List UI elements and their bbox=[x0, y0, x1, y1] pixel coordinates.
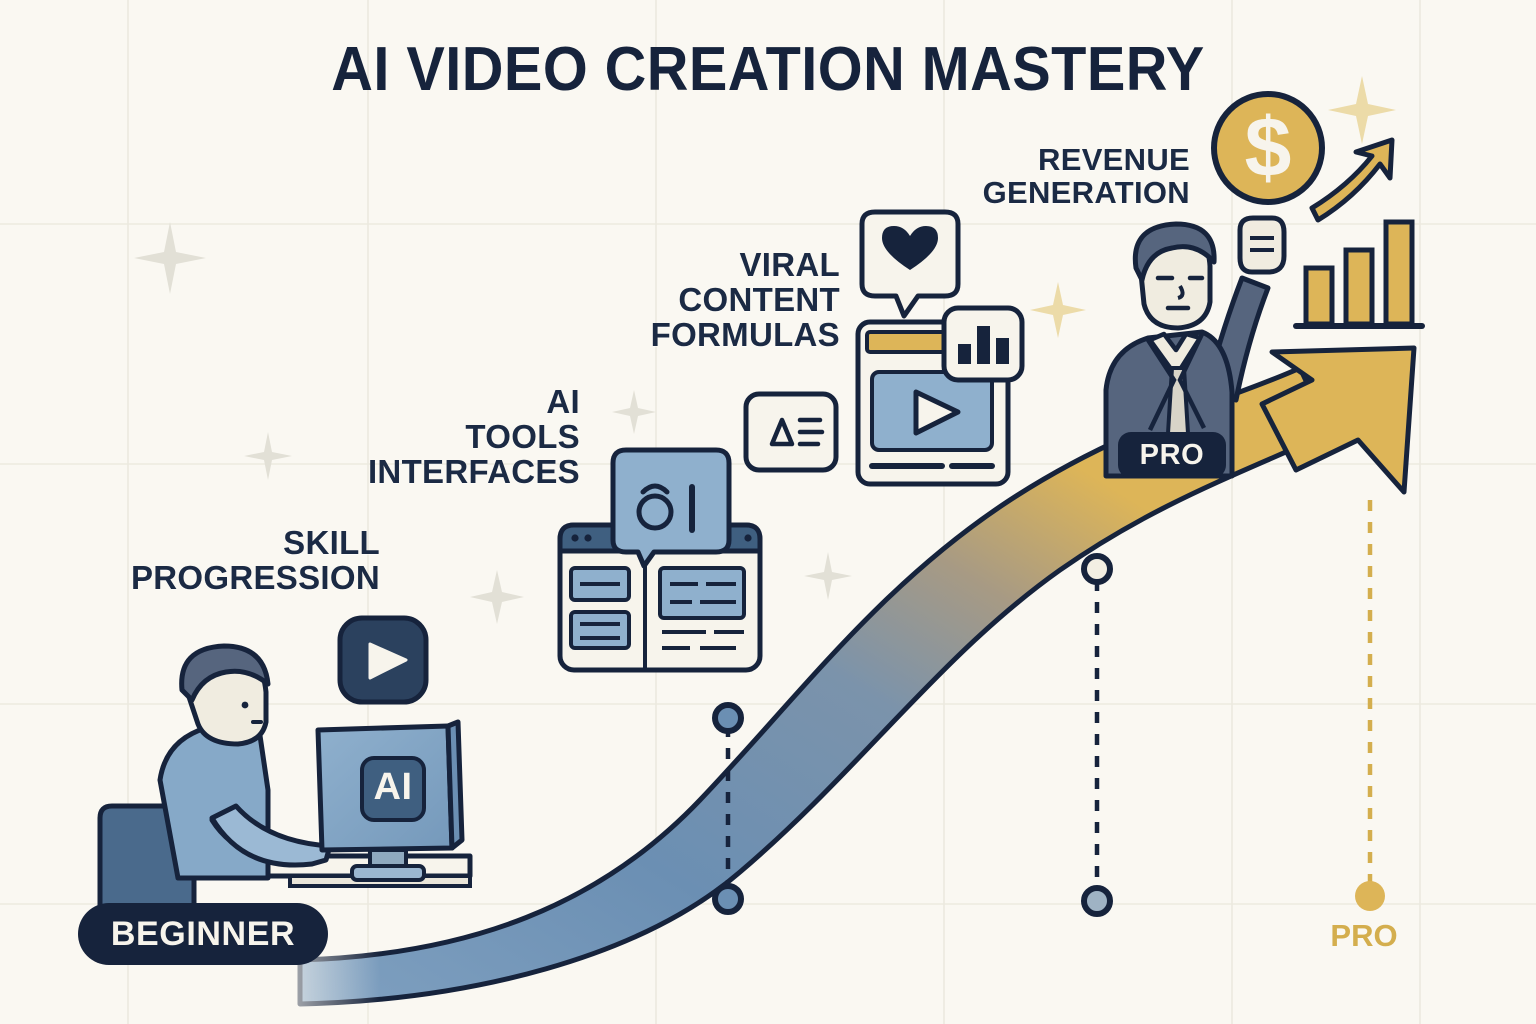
stage-label-revenue-generation: REVENUE GENERATION bbox=[982, 142, 1190, 210]
growth-arrow-icon bbox=[1259, 345, 1417, 495]
heart-bubble bbox=[859, 209, 961, 319]
stage-label-viral-content-formulas: VIRAL CONTENT FORMULAS bbox=[650, 246, 840, 353]
sparkle-icon bbox=[470, 570, 524, 624]
sparkle-icon bbox=[244, 432, 292, 480]
heart-icon bbox=[882, 226, 938, 270]
bar-chart-icon bbox=[1293, 137, 1425, 329]
badge-pro: PRO bbox=[1118, 432, 1226, 478]
sparkle-icon bbox=[612, 390, 656, 434]
badge-beginner: BEGINNER bbox=[78, 903, 328, 965]
sparkle-icon bbox=[1030, 282, 1086, 338]
play-icon bbox=[913, 389, 961, 436]
dollar-coin-icon: $ bbox=[1211, 91, 1325, 205]
axis-label-pro: PRO bbox=[1330, 918, 1398, 953]
gold-sparkle-group bbox=[1030, 76, 1396, 338]
stage-label-ai-tools-interfaces: AI TOOLS INTERFACES bbox=[367, 383, 580, 490]
browser-window-icon bbox=[557, 447, 763, 673]
sparkle-icon bbox=[134, 222, 206, 294]
person-at-computer-icon bbox=[97, 615, 473, 933]
stage-label-skill-progression: SKILL PROGRESSION bbox=[130, 524, 380, 596]
bar-chart-badge bbox=[941, 305, 1025, 383]
dollar-symbol: $ bbox=[1245, 100, 1292, 194]
milestone-node-1[interactable] bbox=[712, 702, 744, 915]
text-card-icon bbox=[743, 391, 839, 473]
sparkle-icon bbox=[1328, 76, 1396, 144]
sparkle-group bbox=[134, 222, 852, 624]
page-title: AI VIDEO CREATION MASTERY bbox=[331, 35, 1205, 104]
milestone-node-3[interactable] bbox=[1355, 500, 1385, 911]
monitor-ai-label: AI bbox=[373, 766, 413, 808]
milestone-node-2[interactable] bbox=[1081, 553, 1113, 917]
speech-bubble-icon bbox=[610, 447, 732, 569]
play-icon bbox=[368, 642, 408, 680]
sparkle-icon bbox=[804, 552, 852, 600]
